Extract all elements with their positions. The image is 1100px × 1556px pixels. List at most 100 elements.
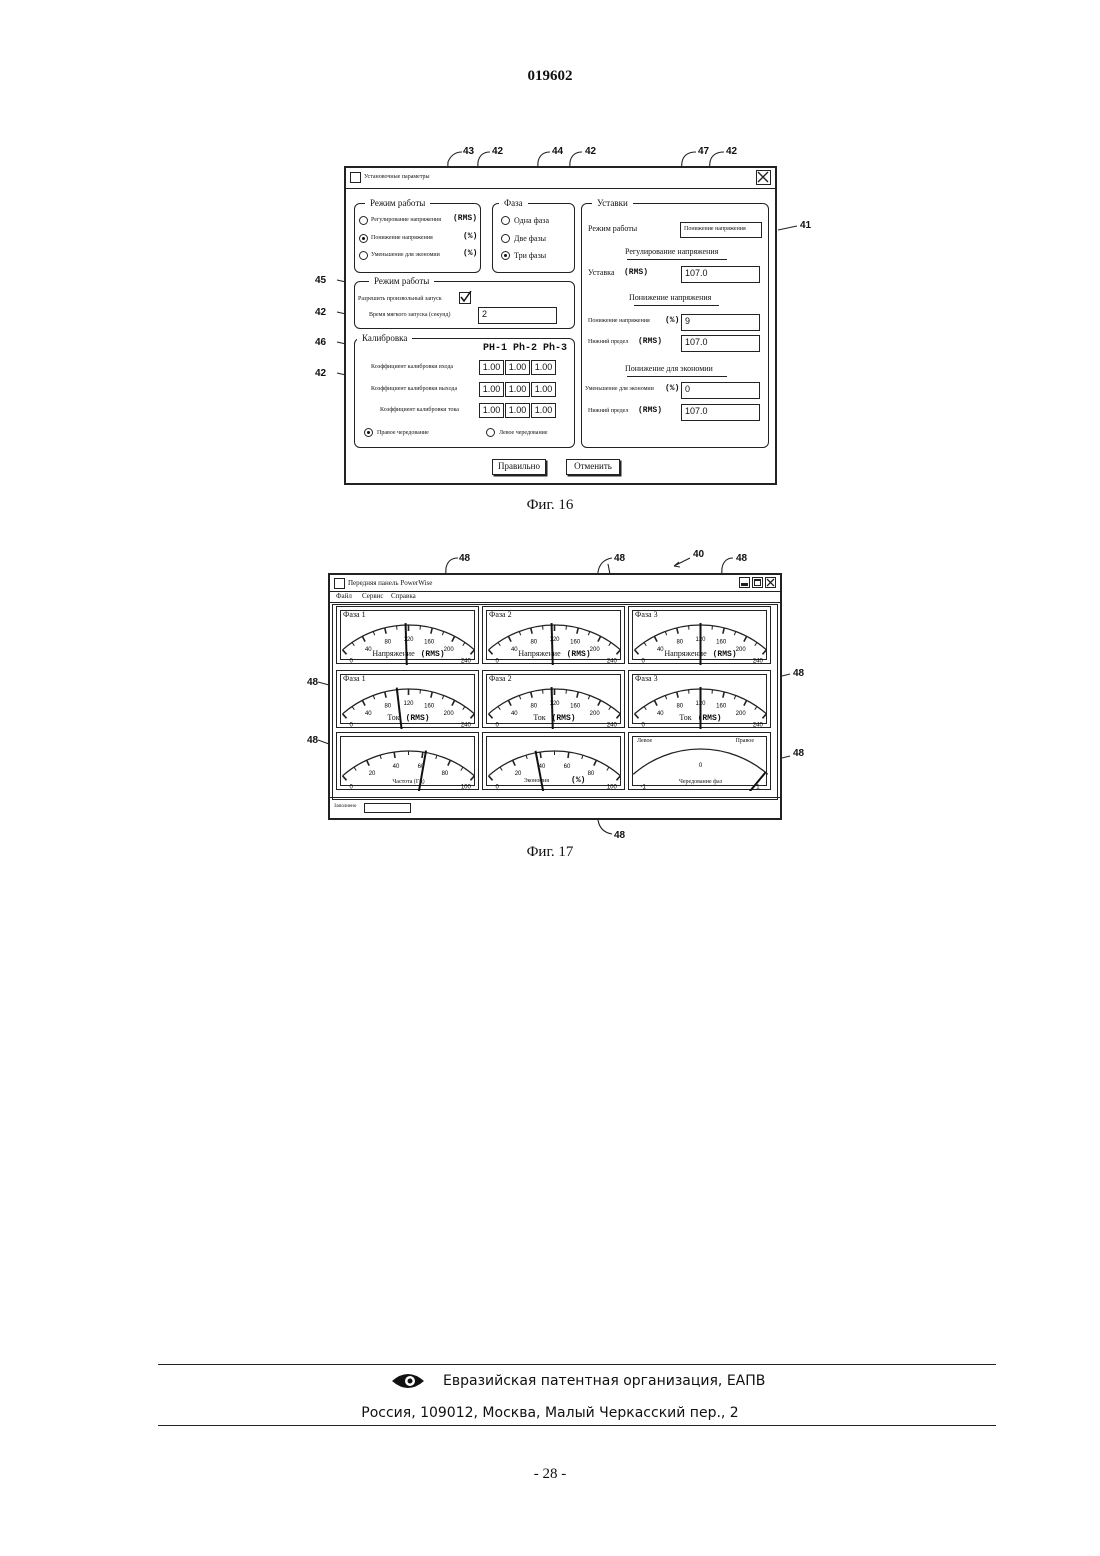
- gauge-arc: [633, 749, 768, 774]
- cancel-button[interactable]: Отменить: [566, 459, 620, 475]
- gauge-unit: (RMS): [406, 714, 430, 723]
- economy-low-label: Нижний предел: [588, 408, 628, 414]
- gauge-tick: [677, 628, 678, 634]
- eapo-logo-icon: [390, 1371, 426, 1391]
- gauge-tick-label: 0: [641, 659, 645, 665]
- gauge-tick: [385, 692, 386, 698]
- mode-option-unit: (RMS): [453, 214, 477, 223]
- reg-heading-rule: [627, 259, 727, 260]
- gauge-panel: Фаза 104080120160200240Напряжение(RMS): [336, 606, 479, 664]
- minimize-icon[interactable]: [739, 577, 750, 588]
- economy-field[interactable]: 0: [681, 382, 760, 399]
- ok-button[interactable]: Правильно: [492, 459, 546, 475]
- mode-radio-economy[interactable]: [359, 251, 368, 260]
- gauge-quantity: Чередование фаз: [679, 779, 722, 785]
- rotation-right-label: Правое чередование: [377, 430, 429, 436]
- mode-option-label: Уменьшение для экономии: [371, 252, 440, 258]
- phase-radio-two[interactable]: [501, 234, 510, 243]
- gauge-panel: 020406080100Экономия(%): [482, 732, 625, 790]
- gauge-unit: (RMS): [552, 714, 576, 723]
- reduction-low-field[interactable]: 107.0: [681, 335, 760, 352]
- gauge-label: Ток (RMS): [483, 713, 626, 723]
- maximize-icon[interactable]: [752, 577, 763, 588]
- phase-radio-one[interactable]: [501, 216, 510, 225]
- gauge-panel: 020406080100Частота (Гц): [336, 732, 479, 790]
- setpoint-field[interactable]: 107.0: [681, 266, 760, 283]
- economy-heading-rule: [627, 376, 727, 377]
- calib-cell[interactable]: 1.00: [479, 360, 504, 375]
- gauge-tick-label: 160: [424, 703, 435, 709]
- gauge-label: Напряжение(RMS): [337, 649, 480, 659]
- gauge-panel: Фаза 304080120160200240Ток(RMS): [628, 670, 771, 728]
- gauge-tick: [577, 692, 578, 698]
- calib-cell[interactable]: 1.00: [505, 403, 530, 418]
- reduction-field[interactable]: 9: [681, 314, 760, 331]
- gauge-tick-label: 80: [384, 703, 391, 709]
- calib-cell[interactable]: 1.00: [479, 382, 504, 397]
- gauge-tick: [644, 706, 646, 709]
- gauge-quantity: Ток: [679, 713, 691, 722]
- gauge-label: Ток(RMS): [337, 713, 480, 723]
- gauge-tick: [442, 695, 443, 699]
- gauge-tick: [598, 636, 601, 641]
- settings-mode-field[interactable]: Понижение напряжения: [680, 222, 762, 238]
- calib-row-label: Коэффициент калибровки тока: [380, 407, 459, 413]
- close-icon[interactable]: [765, 577, 776, 588]
- gauge-tick: [526, 755, 527, 759]
- gauge-tick: [508, 636, 511, 641]
- gauge-tick: [380, 755, 381, 759]
- calib-cell[interactable]: 1.00: [531, 403, 556, 418]
- footer-top-rule: [158, 1364, 996, 1365]
- gauge-tick: [508, 700, 511, 705]
- page-number: - 28 -: [0, 1466, 1100, 1483]
- gauge-tick-label: -1: [640, 785, 646, 791]
- progress-bar: [364, 803, 411, 813]
- gauge-tick: [448, 760, 451, 765]
- calib-cell[interactable]: 1.00: [505, 382, 530, 397]
- mode-radio-reduction[interactable]: [359, 234, 368, 243]
- rotation-left-radio[interactable]: [486, 428, 495, 437]
- soft-start-checkbox[interactable]: [459, 292, 471, 304]
- status-bar: Заполнено: [330, 797, 780, 818]
- gauge-panel: Фаза 204080120160200240Напряжение(RMS): [482, 606, 625, 664]
- gauge-tick: [362, 636, 365, 641]
- gauge-unit: (RMS): [713, 650, 737, 659]
- gauge-tick: [609, 706, 611, 709]
- rotation-right-radio[interactable]: [364, 428, 373, 437]
- gauge-tick: [498, 642, 500, 645]
- economy-low-unit: (RMS): [638, 406, 662, 415]
- gauge-tick-label: 0: [349, 659, 353, 665]
- menu-service[interactable]: Сервис: [362, 592, 384, 600]
- menu-help[interactable]: Справка: [391, 592, 416, 600]
- gauge-tick-label: 80: [676, 703, 683, 709]
- gauge-unit: (RMS): [421, 650, 445, 659]
- rotation-right-text: Правое: [735, 738, 754, 744]
- gauge-tick-label: 1: [756, 785, 760, 791]
- gauge-tick: [665, 695, 666, 699]
- calib-cell[interactable]: 1.00: [479, 403, 504, 418]
- gauge-tick-label: 0: [699, 763, 703, 769]
- gauge-label: Чередование фаз: [629, 776, 772, 785]
- economy-low-field[interactable]: 107.0: [681, 404, 760, 421]
- gauge-tick: [519, 631, 520, 635]
- mode-radio-regulation[interactable]: [359, 216, 368, 225]
- gauge-quantity: Ток: [533, 713, 545, 722]
- powerwise-window-title: Передняя панель PowerWise: [348, 579, 432, 587]
- gauge-tick: [665, 631, 666, 635]
- gauge-tick: [755, 706, 757, 709]
- gauge-label: Напряжение(RMS): [629, 649, 772, 659]
- calib-cell[interactable]: 1.00: [531, 360, 556, 375]
- phase-radio-three[interactable]: [501, 251, 510, 260]
- menu-file[interactable]: Файл: [336, 592, 352, 600]
- reduction-heading-rule: [634, 305, 719, 306]
- gauge-tick: [723, 692, 724, 698]
- gauge-tick: [588, 695, 589, 699]
- gauge-tick: [385, 628, 386, 634]
- calib-cell[interactable]: 1.00: [505, 360, 530, 375]
- soft-time-field[interactable]: 2: [478, 307, 557, 324]
- gauge-tick-label: 80: [676, 639, 683, 645]
- calib-cell[interactable]: 1.00: [531, 382, 556, 397]
- close-icon[interactable]: [756, 170, 771, 185]
- gauge-tick-label: 160: [570, 703, 581, 709]
- reduction-heading: Понижение напряжения: [629, 293, 711, 302]
